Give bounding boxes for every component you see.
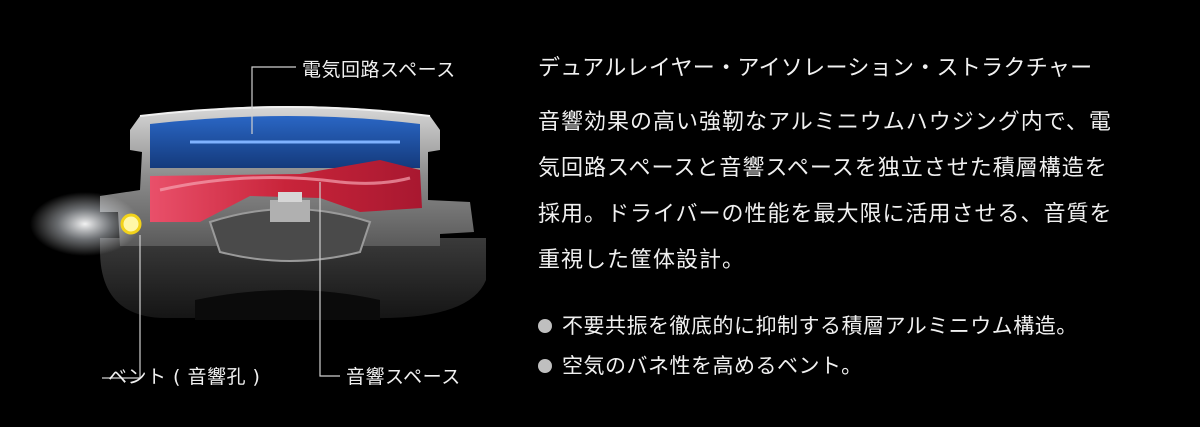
feature-heading: デュアルレイヤー・アイソレーション・ストラクチャー [538,56,1093,81]
feature-bullet-list: 不要共振を徹底的に抑制する積層アルミニウム構造。 空気のバネ性を高めるベント。 [538,306,1178,386]
acoustic-space [150,160,422,222]
acoustic-space-label: 音響スペース [346,366,461,388]
ear-tip [100,238,486,320]
circuit-space [150,116,420,168]
feature-body-line: 気回路スペースと音響スペースを独立させた積層構造を [538,156,1108,181]
feature-bullet-text: 空気のバネ性を高めるベント。 [562,354,863,378]
vent [30,192,142,256]
description-block: デュアルレイヤー・アイソレーション・ストラクチャー 音響効果の高い強靭なアルミニ… [538,50,1178,386]
bullet-dot-icon [538,359,552,373]
callout-lines [102,66,340,379]
driver-unit [208,192,372,262]
circuit-space-label: 電気回路スペース [302,59,456,81]
feature-body-line: 音響効果の高い強靭なアルミニウムハウジング内で、電 [538,110,1112,135]
feature-body: 音響効果の高い強靭なアルミニウムハウジング内で、電 気回路スペースと音響スペース… [538,100,1178,284]
vent-label: ベント ( 音響孔 ) [108,366,261,388]
earbud-cross-section-diagram [30,66,486,379]
feature-body-line: 採用。ドライバーの性能を最大限に活用させる、音質を [538,202,1113,227]
bullet-dot-icon [538,319,552,333]
feature-bullet: 空気のバネ性を高めるベント。 [538,346,1178,386]
feature-bullet: 不要共振を徹底的に抑制する積層アルミニウム構造。 [538,306,1178,346]
feature-bullet-text: 不要共振を徹底的に抑制する積層アルミニウム構造。 [562,314,1078,338]
feature-body-line: 重視した筐体設計。 [538,248,746,273]
